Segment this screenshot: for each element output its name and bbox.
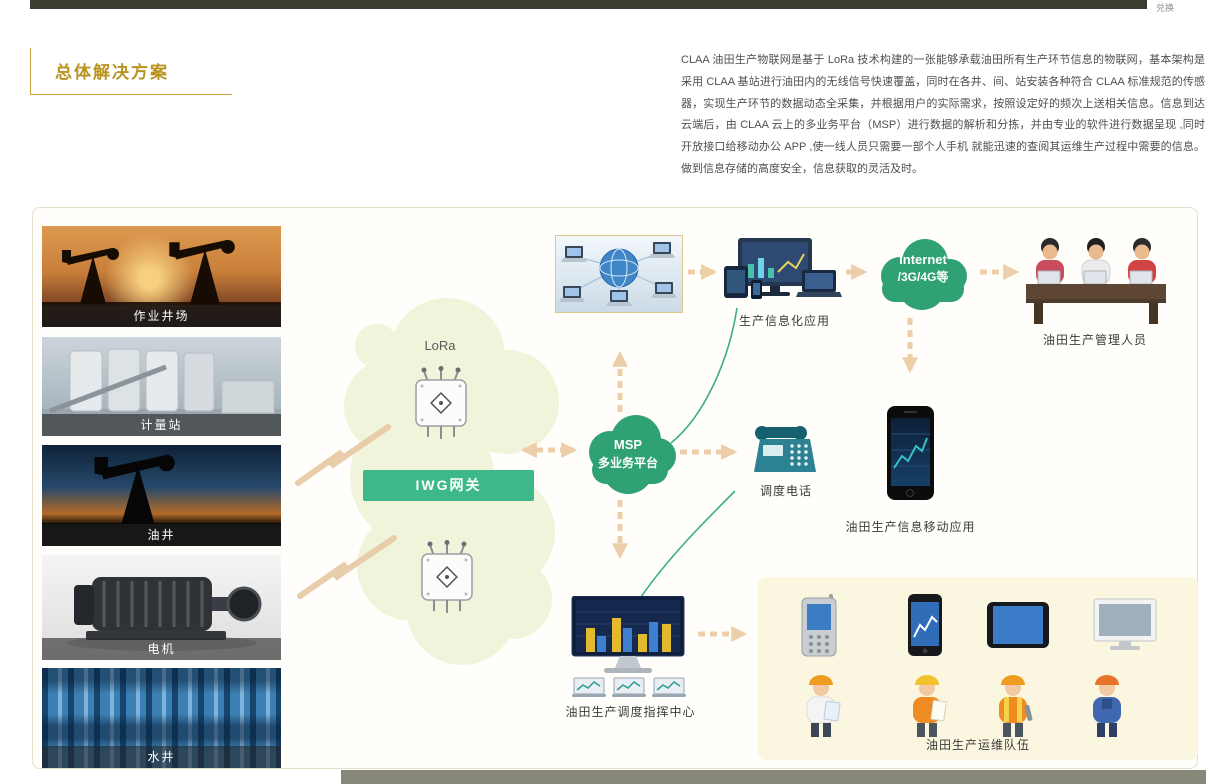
internet-label: Internet /3G/4G等 xyxy=(870,252,976,285)
smartphone-icon xyxy=(887,406,934,500)
desktop-device-icon xyxy=(1092,597,1158,658)
info-app-devices-icon xyxy=(722,238,842,307)
ops-team-panel: 油田生产运维队伍 xyxy=(758,577,1198,760)
msp-cloud xyxy=(589,415,676,494)
title-bracket-line xyxy=(30,48,31,95)
worker-clipboard-icon xyxy=(904,669,950,744)
title-underline xyxy=(31,94,232,95)
msp-label: MSP 多业务平台 xyxy=(578,437,678,471)
site-card-oil-well: 油井 xyxy=(42,445,281,546)
page-title: 总体解决方案 xyxy=(55,63,169,82)
site-card-water-well: 水井 xyxy=(42,668,281,768)
tablet-device-icon xyxy=(986,601,1050,654)
managers-label: 油田生产管理人员 xyxy=(1042,333,1147,347)
pda-device-icon xyxy=(800,594,840,663)
site-card-metering-station: 计量站 xyxy=(42,337,281,436)
lora-label: LoRa xyxy=(424,338,456,353)
worker-engineer-icon xyxy=(798,669,844,744)
mobile-app-label: 油田生产信息移动应用 xyxy=(845,520,976,534)
site-label: 计量站 xyxy=(42,414,281,436)
intro-paragraph: CLAA 油田生产物联网是基于 LoRa 技术构建的一张能够承载油田所有生产环节… xyxy=(681,54,1205,175)
msp-line1: MSP xyxy=(613,437,643,452)
phone-speaker xyxy=(904,411,917,413)
top-accent-bar xyxy=(30,0,1147,9)
worker-vest-icon xyxy=(990,669,1036,744)
site-label: 油井 xyxy=(42,524,281,546)
dispatch-phone-label: 调度电话 xyxy=(759,484,812,498)
globe-network-icon xyxy=(559,242,677,306)
bottom-bar xyxy=(341,770,1206,784)
iwg-gateway-button: IWG网关 xyxy=(363,470,534,501)
site-card-motor: 电机 xyxy=(42,555,281,660)
dispatch-phone-icon xyxy=(752,424,818,479)
site-label: 电机 xyxy=(42,638,281,660)
phone-screen xyxy=(891,418,930,486)
command-center-label: 油田生产调度指挥中心 xyxy=(565,705,696,719)
ops-team-label: 油田生产运维队伍 xyxy=(925,738,1030,752)
msp-line2: 多业务平台 xyxy=(597,456,658,470)
site-label: 水井 xyxy=(42,746,281,768)
managers-at-desk-icon xyxy=(1026,234,1166,331)
internet-line2: /3G/4G等 xyxy=(897,270,949,284)
site-card-well-operations: 作业井场 xyxy=(42,226,281,327)
phone-home-button xyxy=(906,489,914,497)
cloud-computing-image xyxy=(555,235,683,313)
worker-overalls-icon xyxy=(1084,669,1130,744)
smartphone-device-icon xyxy=(906,593,944,662)
info-app-label: 生产信息化应用 xyxy=(738,314,830,328)
site-label: 作业井场 xyxy=(42,305,281,327)
iwg-gateway-icon xyxy=(414,540,480,621)
topbar-link[interactable]: 兑换 xyxy=(1156,3,1175,13)
iwg-gateway-icon xyxy=(408,366,474,447)
internet-cloud xyxy=(881,239,967,310)
command-center-monitor-icon xyxy=(568,595,688,703)
internet-line1: Internet xyxy=(899,252,947,267)
